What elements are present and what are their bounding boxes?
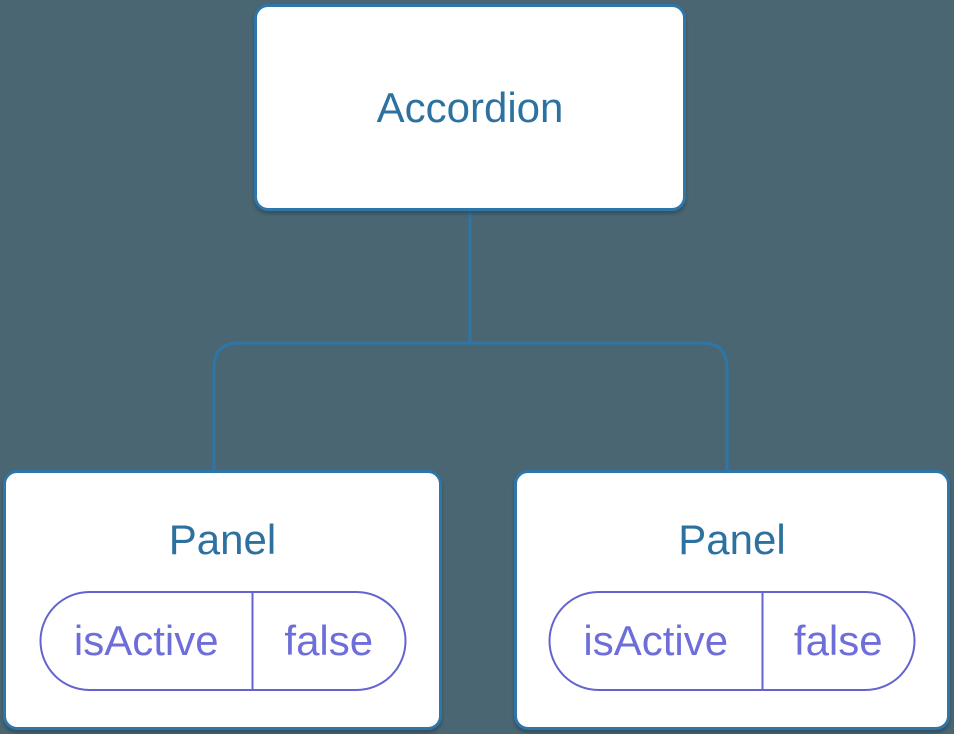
component-node-accordion: Accordion [254, 4, 686, 211]
component-node-panel-1: Panel isActive false [3, 470, 442, 730]
state-value-label: false [793, 617, 883, 664]
state-key-label: isActive [551, 593, 764, 689]
state-key-label: isActive [41, 593, 254, 689]
component-label-panel-1: Panel [168, 516, 277, 563]
state-pill-panel-1: isActive false [39, 591, 406, 691]
component-label-accordion: Accordion [376, 83, 564, 131]
state-pill-panel-2: isActive false [548, 591, 916, 691]
state-value-label: false [284, 617, 374, 664]
component-node-panel-2: Panel isActive false [514, 470, 950, 730]
component-label-panel-2: Panel [678, 516, 786, 563]
